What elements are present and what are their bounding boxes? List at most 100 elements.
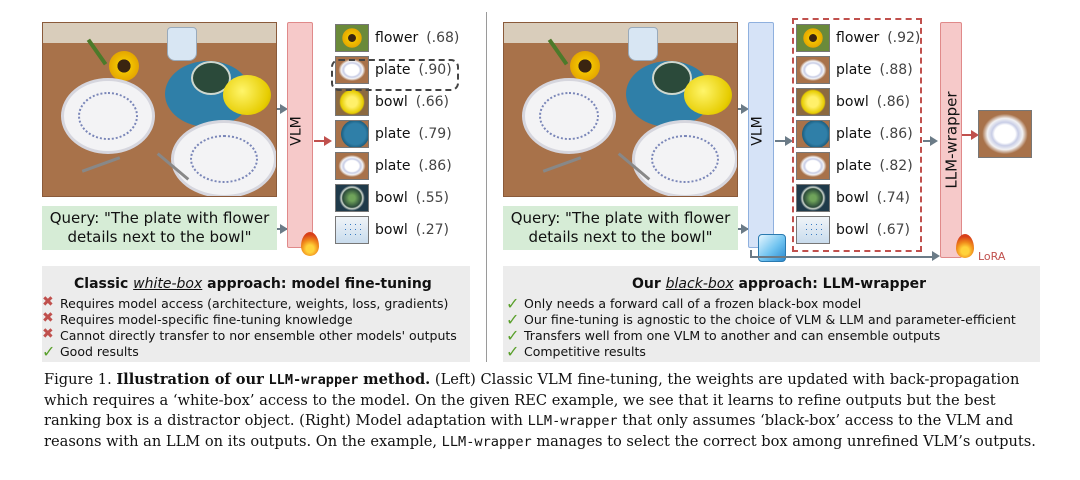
divider (486, 12, 487, 362)
method-name: LLM-wrapper (441, 433, 532, 450)
cross-icon: ✖ (42, 294, 54, 310)
fire-icon (956, 234, 974, 258)
arrow-head-icon (785, 136, 793, 146)
point-text: Competitive results (524, 344, 646, 359)
plate-thumbnail (796, 56, 830, 84)
outputs-group-box (792, 18, 922, 252)
vlm-block-right: VLM (748, 22, 774, 248)
output-label: flower (836, 30, 880, 46)
check-icon: ✓ (42, 342, 56, 361)
output-score: (.68) (426, 30, 460, 46)
cup-thumbnail (335, 216, 369, 244)
output-label: plate (836, 62, 872, 78)
cup-thumbnail (796, 216, 830, 244)
point-text: Only needs a forward call of a frozen bl… (524, 296, 862, 311)
panel-white-box (42, 266, 470, 362)
point-text: Cannot directly transfer to nor ensemble… (60, 328, 457, 343)
selected-plate-thumbnail (978, 110, 1032, 158)
output-label: plate (375, 126, 411, 142)
check-icon: ✓ (506, 342, 520, 361)
llm-wrapper-block: LLM-wrapper (940, 22, 962, 258)
figure-caption: Figure 1. Illustration of our LLM-wrappe… (44, 370, 1044, 452)
output-item: plate (.90) (375, 62, 452, 78)
arrow-head-icon (324, 136, 332, 146)
output-item: plate (.88) (836, 62, 913, 78)
top-ranked-highlight (331, 59, 459, 91)
point-text: Requires model access (architecture, wei… (60, 296, 449, 311)
arrow-vlm-to-outputs-left (314, 140, 328, 142)
output-item: bowl (.67) (836, 222, 910, 238)
lora-label: LoRA (978, 250, 1006, 263)
output-score: (.74) (876, 190, 910, 206)
query-bypass-line (750, 250, 752, 258)
yellow-bowl-thumbnail (796, 88, 830, 116)
arrow-head-icon (280, 224, 288, 234)
output-score: (.86) (418, 158, 452, 174)
figure-number: Figure 1. (44, 371, 112, 388)
plate-thumbnail (335, 152, 369, 180)
output-score: (.86) (876, 94, 910, 110)
panel-black-box (503, 266, 1040, 362)
cross-icon: ✖ (42, 326, 54, 342)
output-item: flower(.92) (836, 30, 920, 46)
output-score: (.66) (415, 94, 449, 110)
output-score: (.55) (415, 190, 449, 206)
output-item: plate(.79) (375, 126, 452, 142)
output-label: bowl (836, 222, 869, 238)
input-image-right (503, 22, 738, 197)
point-text: Transfers well from one VLM to another a… (524, 328, 941, 343)
green-bowl-thumbnail (335, 184, 369, 212)
query-box-left: Query: "The plate with flower details ne… (42, 206, 277, 250)
output-item: bowl (.55) (375, 190, 449, 206)
output-label: bowl (836, 94, 869, 110)
arrow-head-icon (971, 130, 979, 140)
vlm-label: VLM (288, 116, 305, 146)
yellow-bowl-thumbnail (335, 88, 369, 116)
output-item: bowl (.86) (836, 94, 910, 110)
blue-mat-thumbnail (796, 120, 830, 148)
arrow-head-icon (930, 136, 938, 146)
query-bypass-line (750, 256, 932, 258)
caption-bold-a: Illustration of our (116, 371, 264, 388)
output-score: (.27) (415, 222, 449, 238)
output-item: bowl (.66) (375, 94, 449, 110)
caption-sentence-3: manages to select the correct box among … (536, 432, 1036, 450)
panel-title-right: Our black-box approach: LLM-wrapper (632, 276, 926, 292)
output-item: flower (.68) (375, 30, 459, 46)
output-score: (.90) (418, 62, 452, 78)
output-score: (.67) (876, 222, 910, 238)
output-item: bowl (.74) (836, 190, 910, 206)
panel-title-left: Classic white-box approach: model fine-t… (74, 276, 432, 292)
output-label: bowl (375, 94, 408, 110)
green-bowl-thumbnail (796, 184, 830, 212)
output-item: plate (.82) (836, 158, 913, 174)
output-item: plate(.86) (836, 126, 913, 142)
fire-icon (301, 232, 319, 256)
arrow-head-icon (741, 104, 749, 114)
method-name: LLM-wrapper (527, 413, 618, 429)
output-score: (.88) (879, 62, 913, 78)
arrow-llm-to-result (962, 134, 974, 136)
arrow-head-icon (932, 251, 940, 261)
arrow-head-icon (280, 104, 288, 114)
output-label: plate (375, 62, 411, 78)
arrow-vlm-to-outputs-right (775, 140, 789, 142)
caption-bold-b: method. (363, 371, 431, 388)
cross-icon: ✖ (42, 310, 54, 326)
flower-thumbnail (335, 24, 369, 52)
blue-mat-thumbnail (335, 120, 369, 148)
output-label: flower (375, 30, 419, 46)
point-text: Good results (60, 344, 139, 359)
query-box-right: Query: "The plate with flower details ne… (503, 206, 738, 250)
output-label: plate (836, 158, 872, 174)
output-label: bowl (375, 190, 408, 206)
point-text: Our fine-tuning is agnostic to the choic… (524, 312, 1016, 327)
output-label: bowl (836, 190, 869, 206)
input-image-left (42, 22, 277, 197)
arrow-outputs-to-llm (923, 140, 933, 142)
output-score: (.86) (879, 126, 913, 142)
output-score: (.82) (879, 158, 913, 174)
flower-thumbnail (796, 24, 830, 52)
arrow-head-icon (741, 224, 749, 234)
vlm-label: VLM (749, 116, 766, 146)
